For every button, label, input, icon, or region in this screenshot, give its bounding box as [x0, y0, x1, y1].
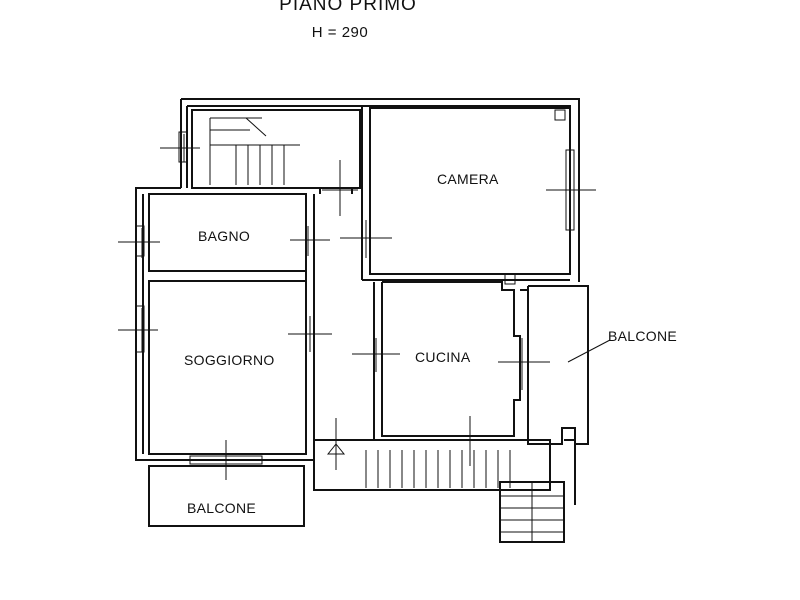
- room-label-balcone-right: BALCONE: [608, 328, 678, 344]
- floor-height-label: H = 290: [311, 24, 369, 41]
- opening-markers: [118, 134, 611, 480]
- plan-title: PIANO PRIMO: [279, 0, 417, 15]
- outer-wall-top: [181, 98, 580, 282]
- balcone-right: [527, 285, 589, 445]
- stair-treads: [209, 117, 564, 542]
- room-label-balcone-bottom: BALCONE: [187, 500, 257, 516]
- room-label-bagno: BAGNO: [198, 228, 251, 244]
- window-frames: [135, 131, 575, 465]
- room-label-camera: CAMERA: [437, 171, 499, 187]
- room-label-cucina: CUCINA: [415, 349, 471, 365]
- meter-icons: [326, 109, 566, 455]
- room-camera: [369, 107, 571, 275]
- room-label-soggiorno: SOGGIORNO: [184, 352, 275, 368]
- stair-block: [191, 109, 361, 189]
